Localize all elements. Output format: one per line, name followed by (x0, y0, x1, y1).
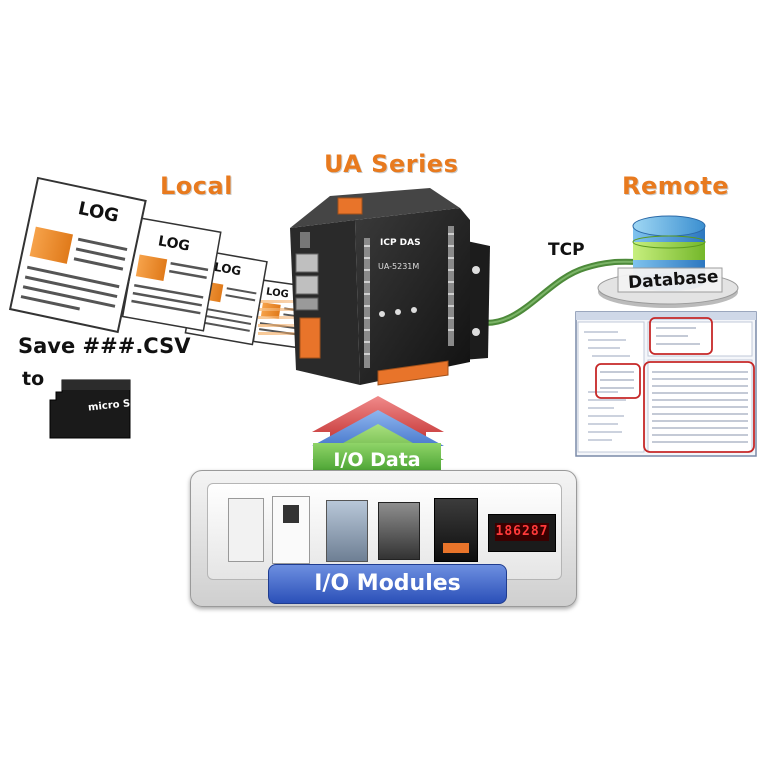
tcp-label: TCP (548, 240, 585, 260)
data-stream-stripes (258, 300, 313, 335)
device-model: UA-5231M (378, 262, 420, 271)
module-5 (434, 498, 478, 562)
module-1 (228, 498, 264, 562)
io-modules-panel: 186287 (190, 470, 577, 607)
io-modules-tray: 186287 (207, 483, 562, 580)
ua-series-device (290, 188, 490, 386)
module-2 (272, 496, 310, 564)
to-label: to (22, 368, 45, 390)
database-icon (597, 215, 739, 308)
module-3 (326, 500, 368, 562)
save-csv-label: Save ###.CSV (18, 334, 191, 358)
micro-sd-card (49, 379, 131, 439)
meter-readout: 186287 (495, 523, 549, 541)
io-modules-label: I/O Modules (268, 564, 507, 604)
module-4 (378, 502, 420, 560)
remote-title: Remote (622, 172, 730, 200)
database-screenshot (575, 311, 757, 457)
local-title: Local (160, 172, 233, 200)
log-document-1 (8, 176, 147, 334)
module-6-meter: 186287 (488, 514, 556, 552)
device-brand: ICP DAS (380, 238, 421, 248)
ua-series-title: UA Series (324, 150, 459, 178)
